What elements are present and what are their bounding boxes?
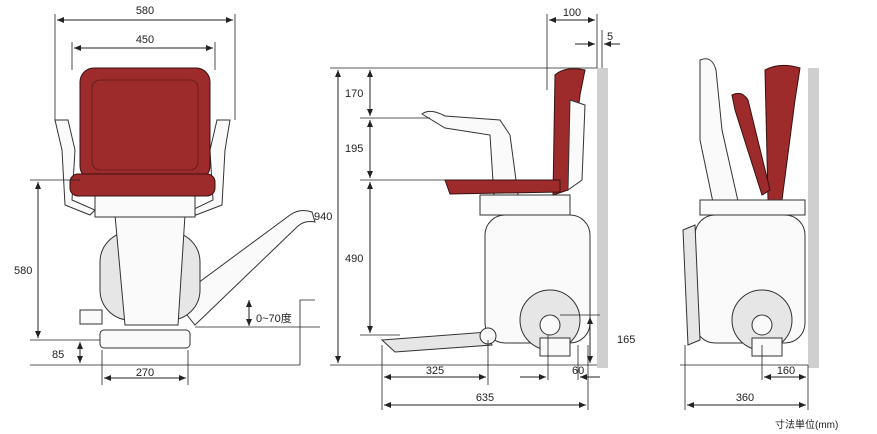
dim-seat-width: 450 [136,34,154,46]
front-view: 580 450 580 85 270 0~70度 [14,5,320,385]
dim-total-height: 940 [314,211,332,223]
wall [808,68,819,368]
dim-footrest-height: 85 [52,349,64,361]
rail-diagonal [174,210,316,326]
dim-rail-offset: 60 [572,365,584,377]
folded-footrest [682,224,701,346]
backrest [79,67,211,181]
dim-wall-gap: 5 [607,31,613,43]
dim-overall-width: 580 [136,5,154,17]
seat [69,173,216,197]
dim-rail-to-wall: 160 [777,365,795,377]
dim-backrest-offset: 100 [563,7,581,19]
footrest-plate [99,329,191,349]
seat-folded [731,92,771,196]
dim-armrest-height: 195 [345,143,363,155]
side-view: 170 195 490 940 165 100 5 325 60 635 [314,7,635,410]
wall [597,68,608,368]
dim-seat-height: 580 [14,265,32,277]
backrest-folded [764,64,801,201]
seat-side [444,179,561,195]
folded-armrest [699,58,741,213]
dim-folded-depth: 360 [736,392,754,404]
dim-rail-height: 165 [617,334,635,346]
footrest [380,331,493,353]
dim-total-depth: 635 [476,392,494,404]
dim-rail-angle: 0~70度 [256,311,292,325]
dim-backrest-height: 170 [345,88,363,100]
unit-note: 寸法単位(mm) [775,418,838,431]
dim-seat-height: 490 [345,253,363,265]
column [114,214,186,326]
dim-base-width: 270 [136,367,154,379]
dim-footrest-depth: 325 [426,365,444,377]
folded-view: 160 360 [680,58,819,410]
